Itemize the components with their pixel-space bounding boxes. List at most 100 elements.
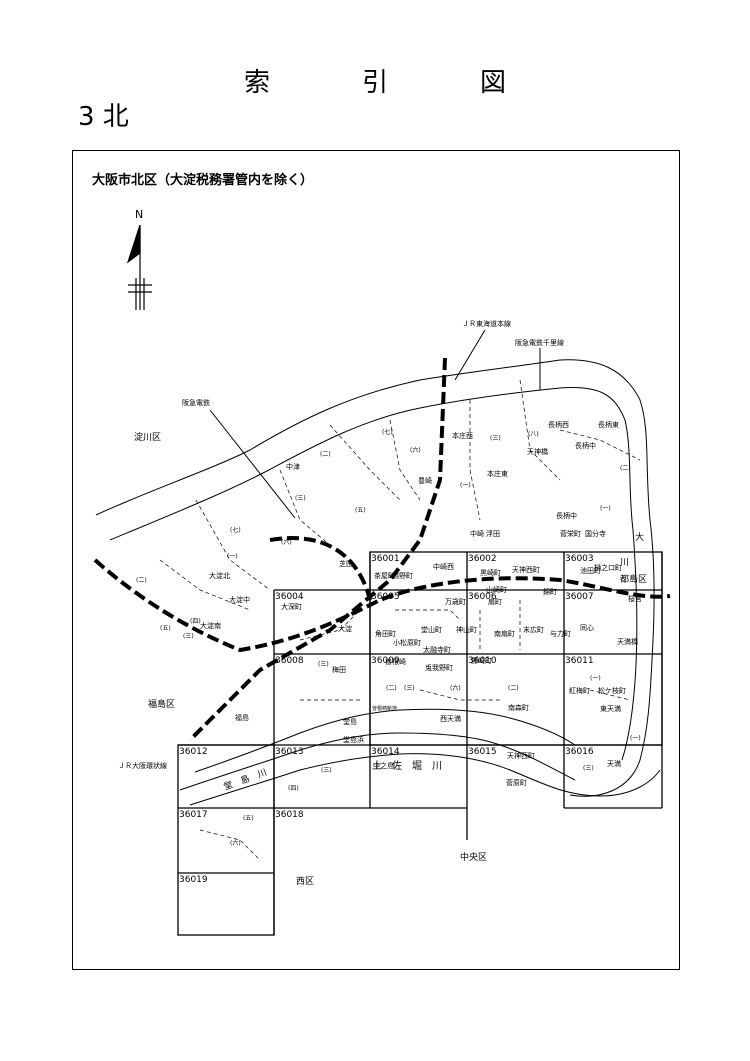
chome-labels: (一) (二) (三) (四) (五) (六) (七) (八) (一) (二) … xyxy=(136,428,641,847)
town-boundaries xyxy=(159,379,641,861)
town-shibata: 芝田 xyxy=(339,559,353,568)
town-taiyuji: 太融寺町 xyxy=(423,645,451,654)
title-char-3: 図 xyxy=(480,68,507,98)
town-komatsubara: 小松原町 xyxy=(393,638,421,647)
town-kobai: 紅梅町 xyxy=(569,686,590,695)
chome-label: (六) xyxy=(410,446,421,454)
town-minami-mori: 南森町 xyxy=(508,703,529,712)
grid-labels: 36001 36002 36003 36004 36005 36006 3600… xyxy=(179,554,594,885)
town-sugahara: 菅原町 xyxy=(506,778,527,787)
north-label: N xyxy=(135,208,143,221)
chome-label: (二) xyxy=(136,577,147,584)
grid-36012: 36012 xyxy=(179,747,208,757)
town-oyodo-naka: 大淀中 xyxy=(229,595,250,604)
grid-36006: 36006 xyxy=(468,592,497,602)
page-title: 索引図 xyxy=(0,62,750,99)
grid-36005: 36005 xyxy=(371,592,400,602)
town-dojima: 堂島 xyxy=(343,717,357,726)
town-minami-ogi: 南扇町 xyxy=(494,629,515,638)
chome-label: (三) xyxy=(183,633,194,640)
grid-36018: 36018 xyxy=(275,810,304,820)
town-sonezaki-shinchi: 曽根崎新地 xyxy=(372,705,397,712)
town-higashi-tenma: 東天満 xyxy=(600,704,621,713)
ward-oo: 大 xyxy=(635,531,644,543)
chome-label: (四) xyxy=(288,785,299,792)
chome-label: (一) xyxy=(600,505,611,512)
town-yamazaki: 山崎町 xyxy=(486,585,507,594)
chome-label: (六) xyxy=(281,538,292,546)
town-sugae: 菅栄町 xyxy=(560,529,581,538)
chome-label: (三) xyxy=(490,435,501,442)
town-nakazaki-nishi: 中崎西 xyxy=(433,562,454,571)
title-char-1: 索 xyxy=(243,68,270,98)
index-grid xyxy=(177,551,663,936)
chome-label: (一) xyxy=(590,675,601,682)
chome-label: (五) xyxy=(160,625,171,632)
chome-label: (三) xyxy=(404,685,415,692)
town-nakazaki: 中崎 xyxy=(470,529,484,538)
chome-label: (五) xyxy=(243,815,254,822)
grid-36010: 36010 xyxy=(468,656,497,666)
town-tenmabashi: 天満橋 xyxy=(617,637,638,646)
town-tenma: 天満 xyxy=(607,760,621,768)
grid-36014: 36014 xyxy=(371,747,400,757)
north-arrow-icon xyxy=(126,224,152,310)
chome-label: (六) xyxy=(450,684,461,692)
town-nishiki: 錦町 xyxy=(543,587,557,596)
town-nagara-higashi: 長柄東 xyxy=(598,420,619,429)
town-togano: 兎我野町 xyxy=(425,663,453,672)
label-jr-tokaido: ＪＲ東海道本線 xyxy=(462,319,511,328)
town-dojimahama: 堂島浜 xyxy=(343,735,364,744)
river-tosabori: 土 佐 堀 川 xyxy=(372,759,442,772)
town-nozaki: 野崎町 xyxy=(471,656,492,665)
town-tenjinbashi: 天神橋 xyxy=(527,447,548,456)
grid-36004: 36004 xyxy=(275,592,304,602)
chome-label: (二) xyxy=(620,465,631,472)
town-doshin: 同心 xyxy=(580,624,594,632)
ward-miyakojima: 都島区 xyxy=(620,573,647,585)
map-title: 大阪市北区（大淀税務署管内を除く） xyxy=(92,172,313,188)
label-jr-osaka-loop: ＪＲ大阪環状線 xyxy=(118,761,167,770)
town-nagara-naka: 長柄中 xyxy=(575,441,596,450)
town-sonezaki: 曽根崎 xyxy=(385,657,406,666)
town-umeda: 梅田 xyxy=(332,665,346,674)
grid-36017: 36017 xyxy=(179,810,208,820)
chome-label: (八) xyxy=(528,431,539,438)
town-labels: 中津 豊崎 本庄西 本庄東 長柄西 長柄中 長柄東 天神橋 大淀北 大淀中 大淀… xyxy=(200,420,642,787)
town-tsuruno: 鶴野町 xyxy=(392,571,413,580)
town-tenjin-nishi: 天神西町 xyxy=(512,565,540,574)
chome-label: (一) xyxy=(460,482,471,489)
town-nishi-tenma: 西天満 xyxy=(440,715,461,723)
section-heading: 3 北 xyxy=(78,102,129,132)
town-kokubunji: 国分寺 xyxy=(585,529,606,538)
grid-36002: 36002 xyxy=(468,554,497,564)
town-hinokuchi: 樋之口町 xyxy=(594,563,622,572)
grid-36013: 36013 xyxy=(275,747,304,757)
chome-label: (三) xyxy=(295,495,306,502)
chome-label: (五) xyxy=(355,507,366,514)
town-ukita: 浮田 xyxy=(486,529,500,538)
town-suehiro: 末広町 xyxy=(523,625,544,634)
town-honjo-nishi: 本庄西 xyxy=(452,431,473,440)
chome-label: (四) xyxy=(190,618,201,625)
town-matsugae: 松ケ枝町 xyxy=(598,686,626,695)
chome-label: (七) xyxy=(230,526,241,534)
grid-36007: 36007 xyxy=(565,592,594,602)
town-nakanoshima: 中之島 xyxy=(373,761,394,770)
chome-label: (三) xyxy=(583,765,594,772)
title-char-2: 引 xyxy=(361,68,388,98)
town-fukushima-station: 福島 xyxy=(235,713,249,722)
town-kamiyama: 神山町 xyxy=(456,625,477,634)
town-toyosaki: 豊崎 xyxy=(418,476,432,485)
ward-kawa: 川 xyxy=(620,558,629,568)
town-banzai: 万歳町 xyxy=(445,597,466,606)
railway-lines xyxy=(93,357,671,742)
town-oyodo-kita: 大淀北 xyxy=(209,571,230,580)
town-ofuka: 大深町 xyxy=(281,602,302,611)
town-ikeda: 池田町 xyxy=(580,566,601,575)
ward-nishi: 西区 xyxy=(296,876,314,887)
town-doyama: 堂山町 xyxy=(421,625,442,634)
ward-yodogawa: 淀川区 xyxy=(134,431,161,443)
chome-label: (一) xyxy=(630,735,641,742)
